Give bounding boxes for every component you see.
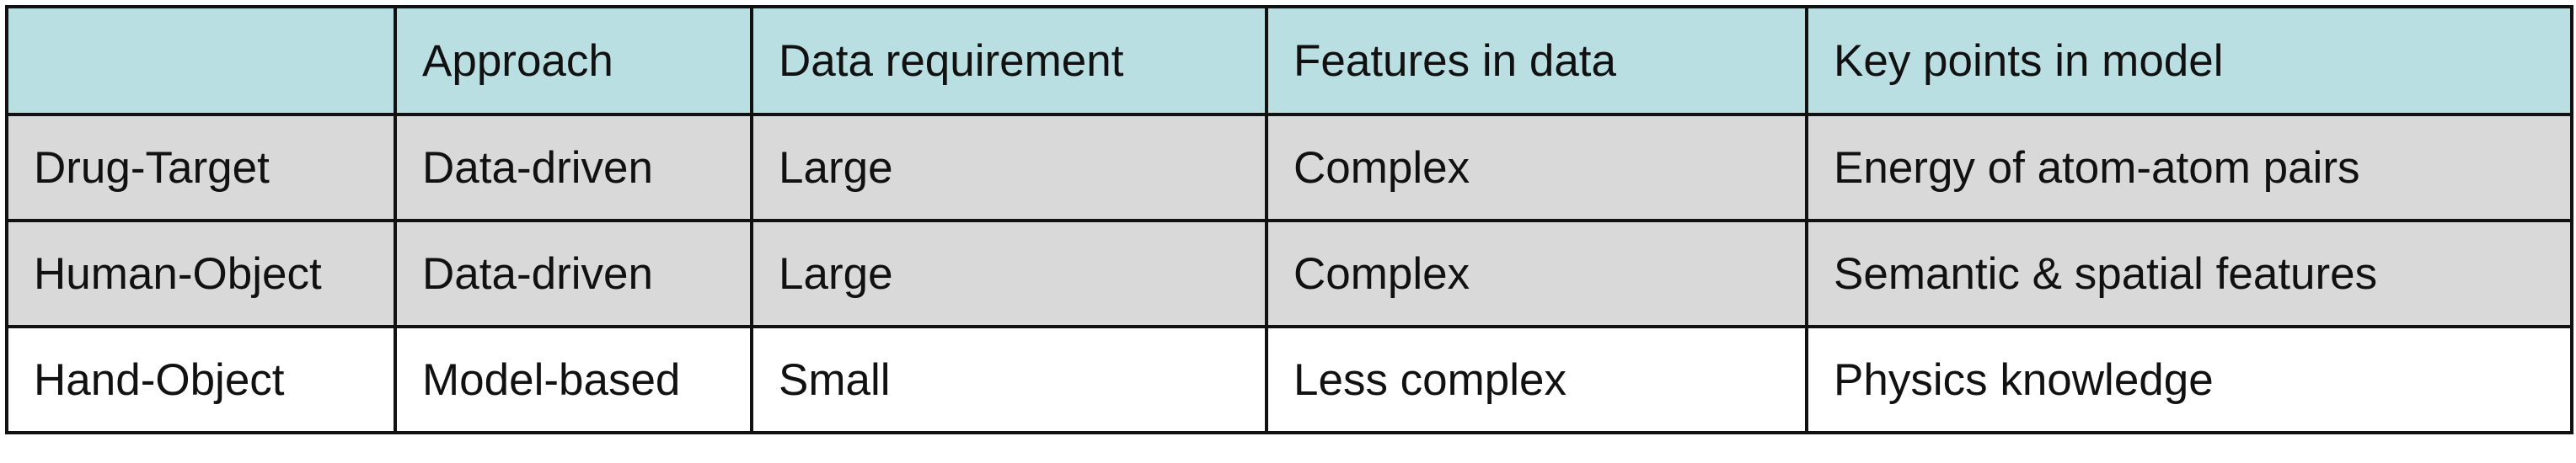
approach-cell: Model-based xyxy=(394,325,753,434)
table-body: Drug-Target Data-driven Large Complex En… xyxy=(5,113,2573,434)
header-row: Approach Data requirement Features in da… xyxy=(5,5,2573,116)
key-points-cell: Physics knowledge xyxy=(1805,325,2573,434)
header-data-requirement: Data requirement xyxy=(750,5,1268,116)
data-requirement-cell: Small xyxy=(750,325,1268,434)
key-points-cell: Energy of atom-atom pairs xyxy=(1805,113,2573,222)
approach-cell: Data-driven xyxy=(394,113,753,222)
data-requirement-cell: Large xyxy=(750,219,1268,328)
row-label: Hand-Object xyxy=(5,325,397,434)
data-requirement-cell: Large xyxy=(750,113,1268,222)
table-row-human-object: Human-Object Data-driven Large Complex S… xyxy=(5,219,2573,328)
row-label: Drug-Target xyxy=(5,113,397,222)
header-key-points-in-model: Key points in model xyxy=(1805,5,2573,116)
features-in-data-cell: Less complex xyxy=(1265,325,1808,434)
header-approach: Approach xyxy=(394,5,753,116)
row-label: Human-Object xyxy=(5,219,397,328)
approach-cell: Data-driven xyxy=(394,219,753,328)
table-header: Approach Data requirement Features in da… xyxy=(5,5,2573,116)
table-row-hand-object: Hand-Object Model-based Small Less compl… xyxy=(5,325,2573,434)
key-points-cell: Semantic & spatial features xyxy=(1805,219,2573,328)
header-features-in-data: Features in data xyxy=(1265,5,1808,116)
comparison-table: Approach Data requirement Features in da… xyxy=(5,5,2573,434)
features-in-data-cell: Complex xyxy=(1265,113,1808,222)
features-in-data-cell: Complex xyxy=(1265,219,1808,328)
table-row-drug-target: Drug-Target Data-driven Large Complex En… xyxy=(5,113,2573,222)
header-corner-cell xyxy=(5,5,397,116)
